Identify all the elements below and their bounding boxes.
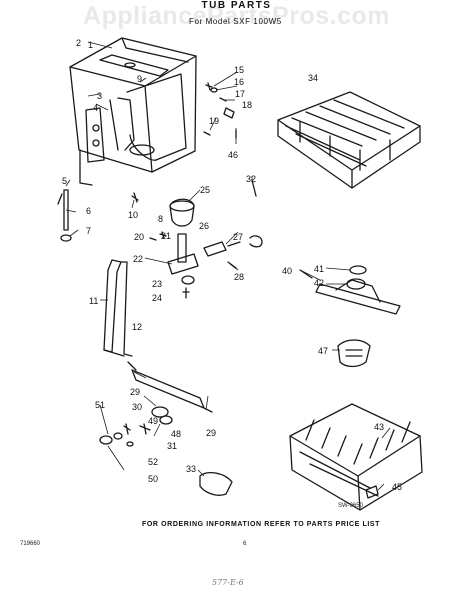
callout-34: 34	[308, 73, 318, 83]
callout-10: 10	[128, 210, 138, 220]
callout-7: 7	[86, 226, 91, 236]
diagram-title: TUB PARTS	[201, 0, 272, 11]
callout-21: 21	[161, 231, 171, 241]
watermark-text: AppliancePartsPros.com	[83, 2, 390, 30]
callout-16: 16	[234, 77, 244, 87]
callout-49: 49	[148, 416, 158, 426]
callout-12: 12	[132, 322, 142, 332]
callout-17: 17	[235, 89, 245, 99]
document-number: 719660	[20, 541, 41, 547]
callout-48: 48	[171, 429, 181, 439]
callout-33: 33	[186, 464, 196, 474]
callout-45: 45	[392, 482, 402, 492]
callout-51: 51	[95, 400, 105, 410]
callout-11: 11	[89, 296, 98, 306]
model-subtitle: For Model SXF 100W5	[189, 17, 282, 26]
callout-22: 22	[133, 254, 143, 264]
callout-41: 41	[314, 264, 324, 274]
diagram-code: SW-9650	[338, 503, 363, 509]
callout-23: 23	[152, 279, 162, 289]
callout-15: 15	[234, 65, 244, 75]
callout-31: 31	[167, 441, 177, 451]
callout-40: 40	[282, 266, 292, 276]
callout-8: 8	[158, 214, 163, 224]
callout-20: 20	[134, 232, 144, 242]
callout-29a: 29	[130, 387, 140, 397]
callout-2: 2	[76, 38, 81, 48]
callout-30: 30	[132, 402, 142, 412]
callout-25: 25	[200, 185, 210, 195]
callout-6: 6	[86, 206, 91, 216]
callout-24: 24	[152, 293, 162, 303]
callout-42: 42	[314, 278, 324, 288]
callout-28: 28	[234, 272, 244, 282]
lower-rack-drawing	[289, 403, 423, 511]
callout-32: 32	[246, 174, 256, 184]
page-number: 6	[243, 541, 247, 547]
callout-5: 5	[62, 176, 67, 186]
callout-29b: 29	[206, 428, 216, 438]
callout-52: 52	[148, 457, 158, 467]
callout-19: 19	[209, 116, 219, 126]
callout-3: 3	[97, 91, 102, 101]
screw-15-drawing	[205, 82, 213, 91]
callout-9: 9	[137, 74, 142, 84]
callout-50: 50	[148, 474, 158, 484]
callout-47: 47	[318, 346, 328, 356]
callout-1: 1	[88, 40, 93, 50]
callout-46: 46	[228, 150, 238, 160]
callout-43: 43	[374, 422, 384, 432]
callout-4: 4	[93, 103, 98, 113]
ordering-note: FOR ORDERING INFORMATION REFER TO PARTS …	[142, 521, 381, 528]
upper-rack-drawing	[277, 91, 421, 189]
callout-18: 18	[242, 100, 252, 110]
tub-assembly-drawing	[69, 37, 197, 186]
callout-27: 27	[233, 232, 243, 242]
callout-26: 26	[199, 221, 209, 231]
handwritten-note: 577-E-6	[212, 578, 244, 587]
